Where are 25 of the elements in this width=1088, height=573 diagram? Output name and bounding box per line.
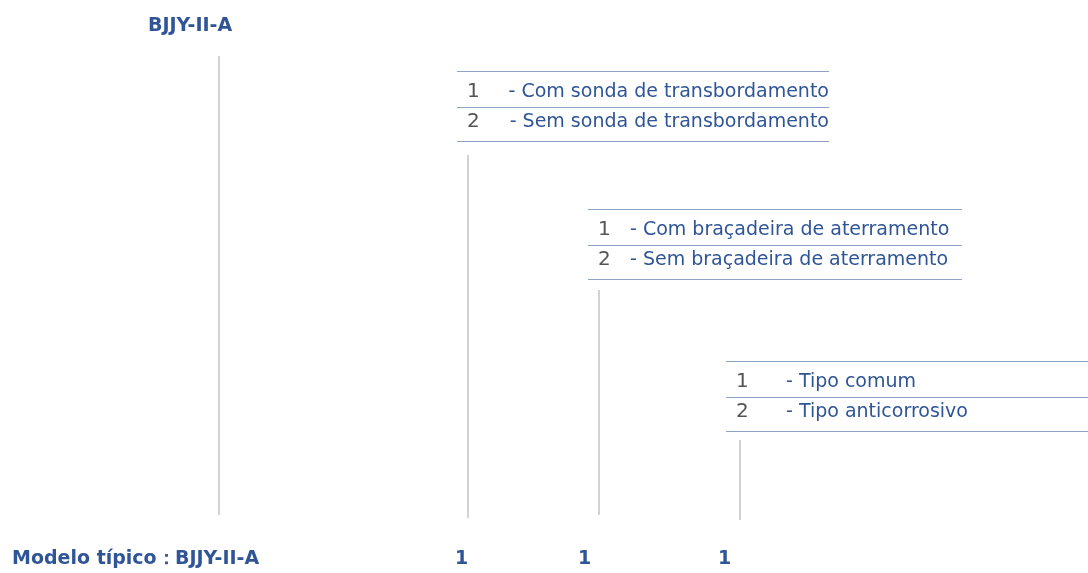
option-description: - Com sonda de transbordamento (508, 79, 829, 101)
leader-line (467, 154, 469, 519)
model-code: 1 (578, 545, 592, 569)
option-code: 1 (735, 368, 750, 392)
model-code: BJJY-II-A (148, 12, 233, 36)
option-description: - Tipo comum (786, 369, 917, 391)
option-description: - Tipo anticorrosivo (786, 399, 968, 421)
model-label: Modelo típico： (12, 545, 176, 569)
model-code: 1 (718, 545, 732, 569)
option-code: 1 (466, 78, 481, 102)
option-code: 2 (466, 108, 481, 132)
option-description: - Sem sonda de transbordamento (509, 109, 829, 131)
model-code: BJJY-II-A (175, 545, 260, 569)
leader-line (598, 289, 600, 516)
leader-line (739, 439, 741, 521)
option-description: - Sem braçadeira de aterramento (630, 247, 949, 269)
option-code: 2 (597, 246, 612, 270)
leader-line (218, 55, 220, 516)
option-code: 1 (597, 216, 612, 240)
option-table (726, 361, 1088, 432)
option-table (457, 71, 829, 142)
option-code: 2 (735, 398, 750, 422)
option-table (588, 209, 962, 280)
option-description: - Com braçadeira de aterramento (630, 217, 950, 239)
model-code: 1 (455, 545, 469, 569)
